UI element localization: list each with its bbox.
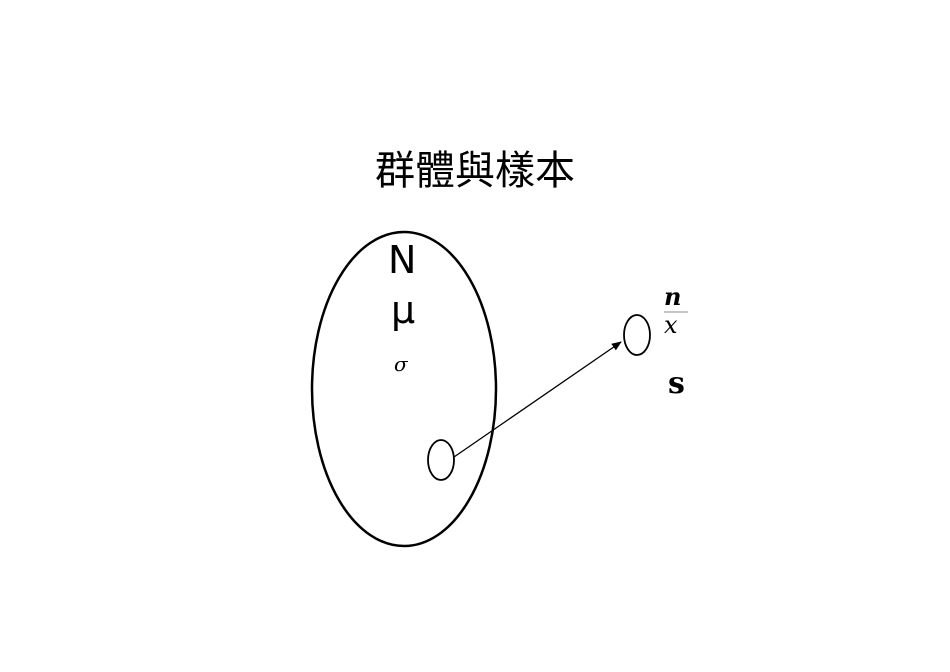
population-mean-label: μ (391, 288, 416, 332)
sampling-arrow (453, 341, 622, 458)
population-sd-label: σ (394, 352, 408, 376)
sample-mean-label: x (664, 311, 678, 339)
population-ellipse (310, 230, 498, 548)
sample-size-label: n (664, 282, 682, 311)
slide-title: 群體與樣本 (375, 148, 575, 194)
sample-origin-ellipse (427, 439, 455, 481)
population-size-label: N (388, 238, 417, 282)
sample-ellipse (623, 314, 651, 356)
sample-sd-label: s (668, 366, 685, 401)
